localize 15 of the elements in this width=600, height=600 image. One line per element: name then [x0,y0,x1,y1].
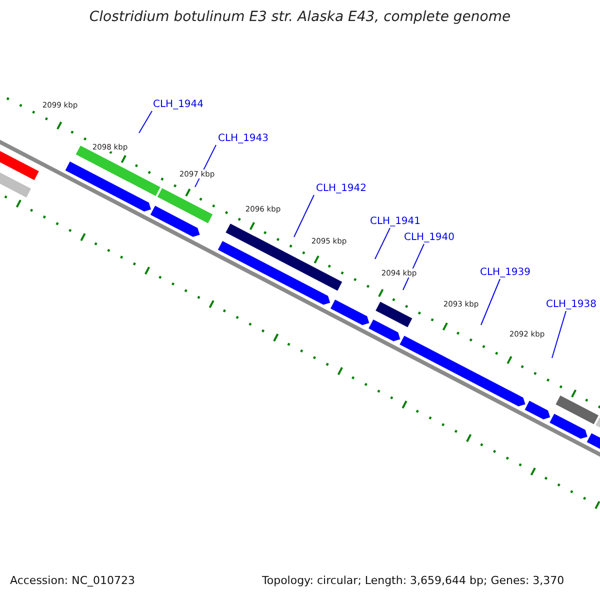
gene-label: CLH_1938 [546,298,597,311]
leader-line [552,310,566,358]
title: Clostridium botulinum E3 str. Alaska E43, complete genome [88,9,512,25]
leader-line [138,110,152,134]
gene-label: CLH_1944 [153,98,204,111]
gene-label: CLH_1941 [370,215,421,228]
leader-line [294,194,314,238]
gene-label: CLH_1943 [218,132,269,145]
footer-text: Topology: circular; Length: 3,659,644 bp; Genes: 3,370 [262,574,564,587]
leader-line [480,278,500,326]
leader-line [374,228,390,260]
gene-label: CLH_1942 [316,182,367,195]
gene-label: CLH_1940 [404,231,455,244]
gene-label: CLH_1939 [480,266,531,279]
footer-text: Accession: NC_010723 [10,574,136,587]
